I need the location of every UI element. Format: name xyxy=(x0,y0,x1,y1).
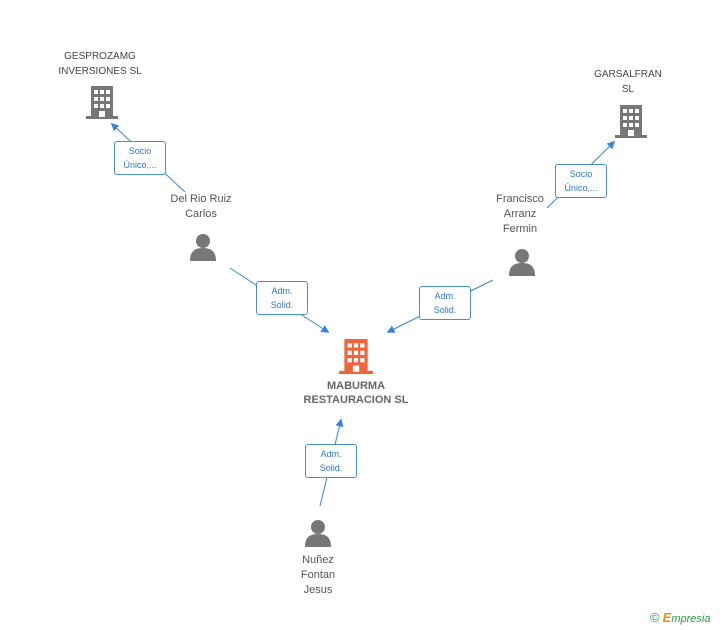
person-name-francisco[interactable]: Francisco Arranz Fermin xyxy=(496,193,544,235)
edge-label-line2: Solid. xyxy=(270,300,294,310)
edge-label-line2: Único,... xyxy=(564,183,598,193)
edge-label-line1: Socio xyxy=(128,146,152,156)
main-building-icon[interactable] xyxy=(339,338,373,374)
copyright-icon: © xyxy=(650,610,660,625)
edge-label-line1: Adm. xyxy=(320,449,342,459)
building-icon[interactable] xyxy=(86,85,118,119)
person-icon[interactable] xyxy=(508,248,536,276)
edge-label-delrio-main[interactable]: Adm. Solid. xyxy=(256,281,308,315)
person-name-del-rio[interactable]: Del Rio Ruiz Carlos xyxy=(170,193,232,220)
edge-label-line1: Adm. xyxy=(434,291,456,301)
edge-label-line1: Adm. xyxy=(271,286,293,296)
person-icon[interactable] xyxy=(304,519,332,547)
brand-name: mpresia xyxy=(671,613,711,625)
edge-label-nunez-main[interactable]: Adm. Solid. xyxy=(305,444,357,478)
person-icon[interactable] xyxy=(189,233,217,261)
edge-label-line2: Solid. xyxy=(319,463,343,473)
edge-label-line2: Único,... xyxy=(123,160,157,170)
company-name-garsalfran[interactable]: GARSALFRAN SL xyxy=(594,69,662,95)
company-name-gesprozamg[interactable]: GESPROZAMG INVERSIONES SL xyxy=(58,51,142,77)
main-company-name[interactable]: MABURMA RESTAURACION SL xyxy=(303,380,409,406)
building-icon[interactable] xyxy=(615,104,647,138)
edge-label-delrio-gesprozamg[interactable]: Socio Único,... xyxy=(114,141,166,175)
brand-initial: E xyxy=(662,610,672,625)
footer-brand[interactable]: © Empresia xyxy=(650,610,710,625)
edge-label-francisco-main[interactable]: Adm. Solid. xyxy=(419,286,471,320)
edge-label-line2: Solid. xyxy=(433,305,457,315)
edge-label-francisco-garsalfran[interactable]: Socio Único,... xyxy=(555,164,607,198)
edge-label-line1: Socio xyxy=(569,169,593,179)
person-name-nunez[interactable]: Nuñez Fontan Jesus xyxy=(300,554,336,596)
